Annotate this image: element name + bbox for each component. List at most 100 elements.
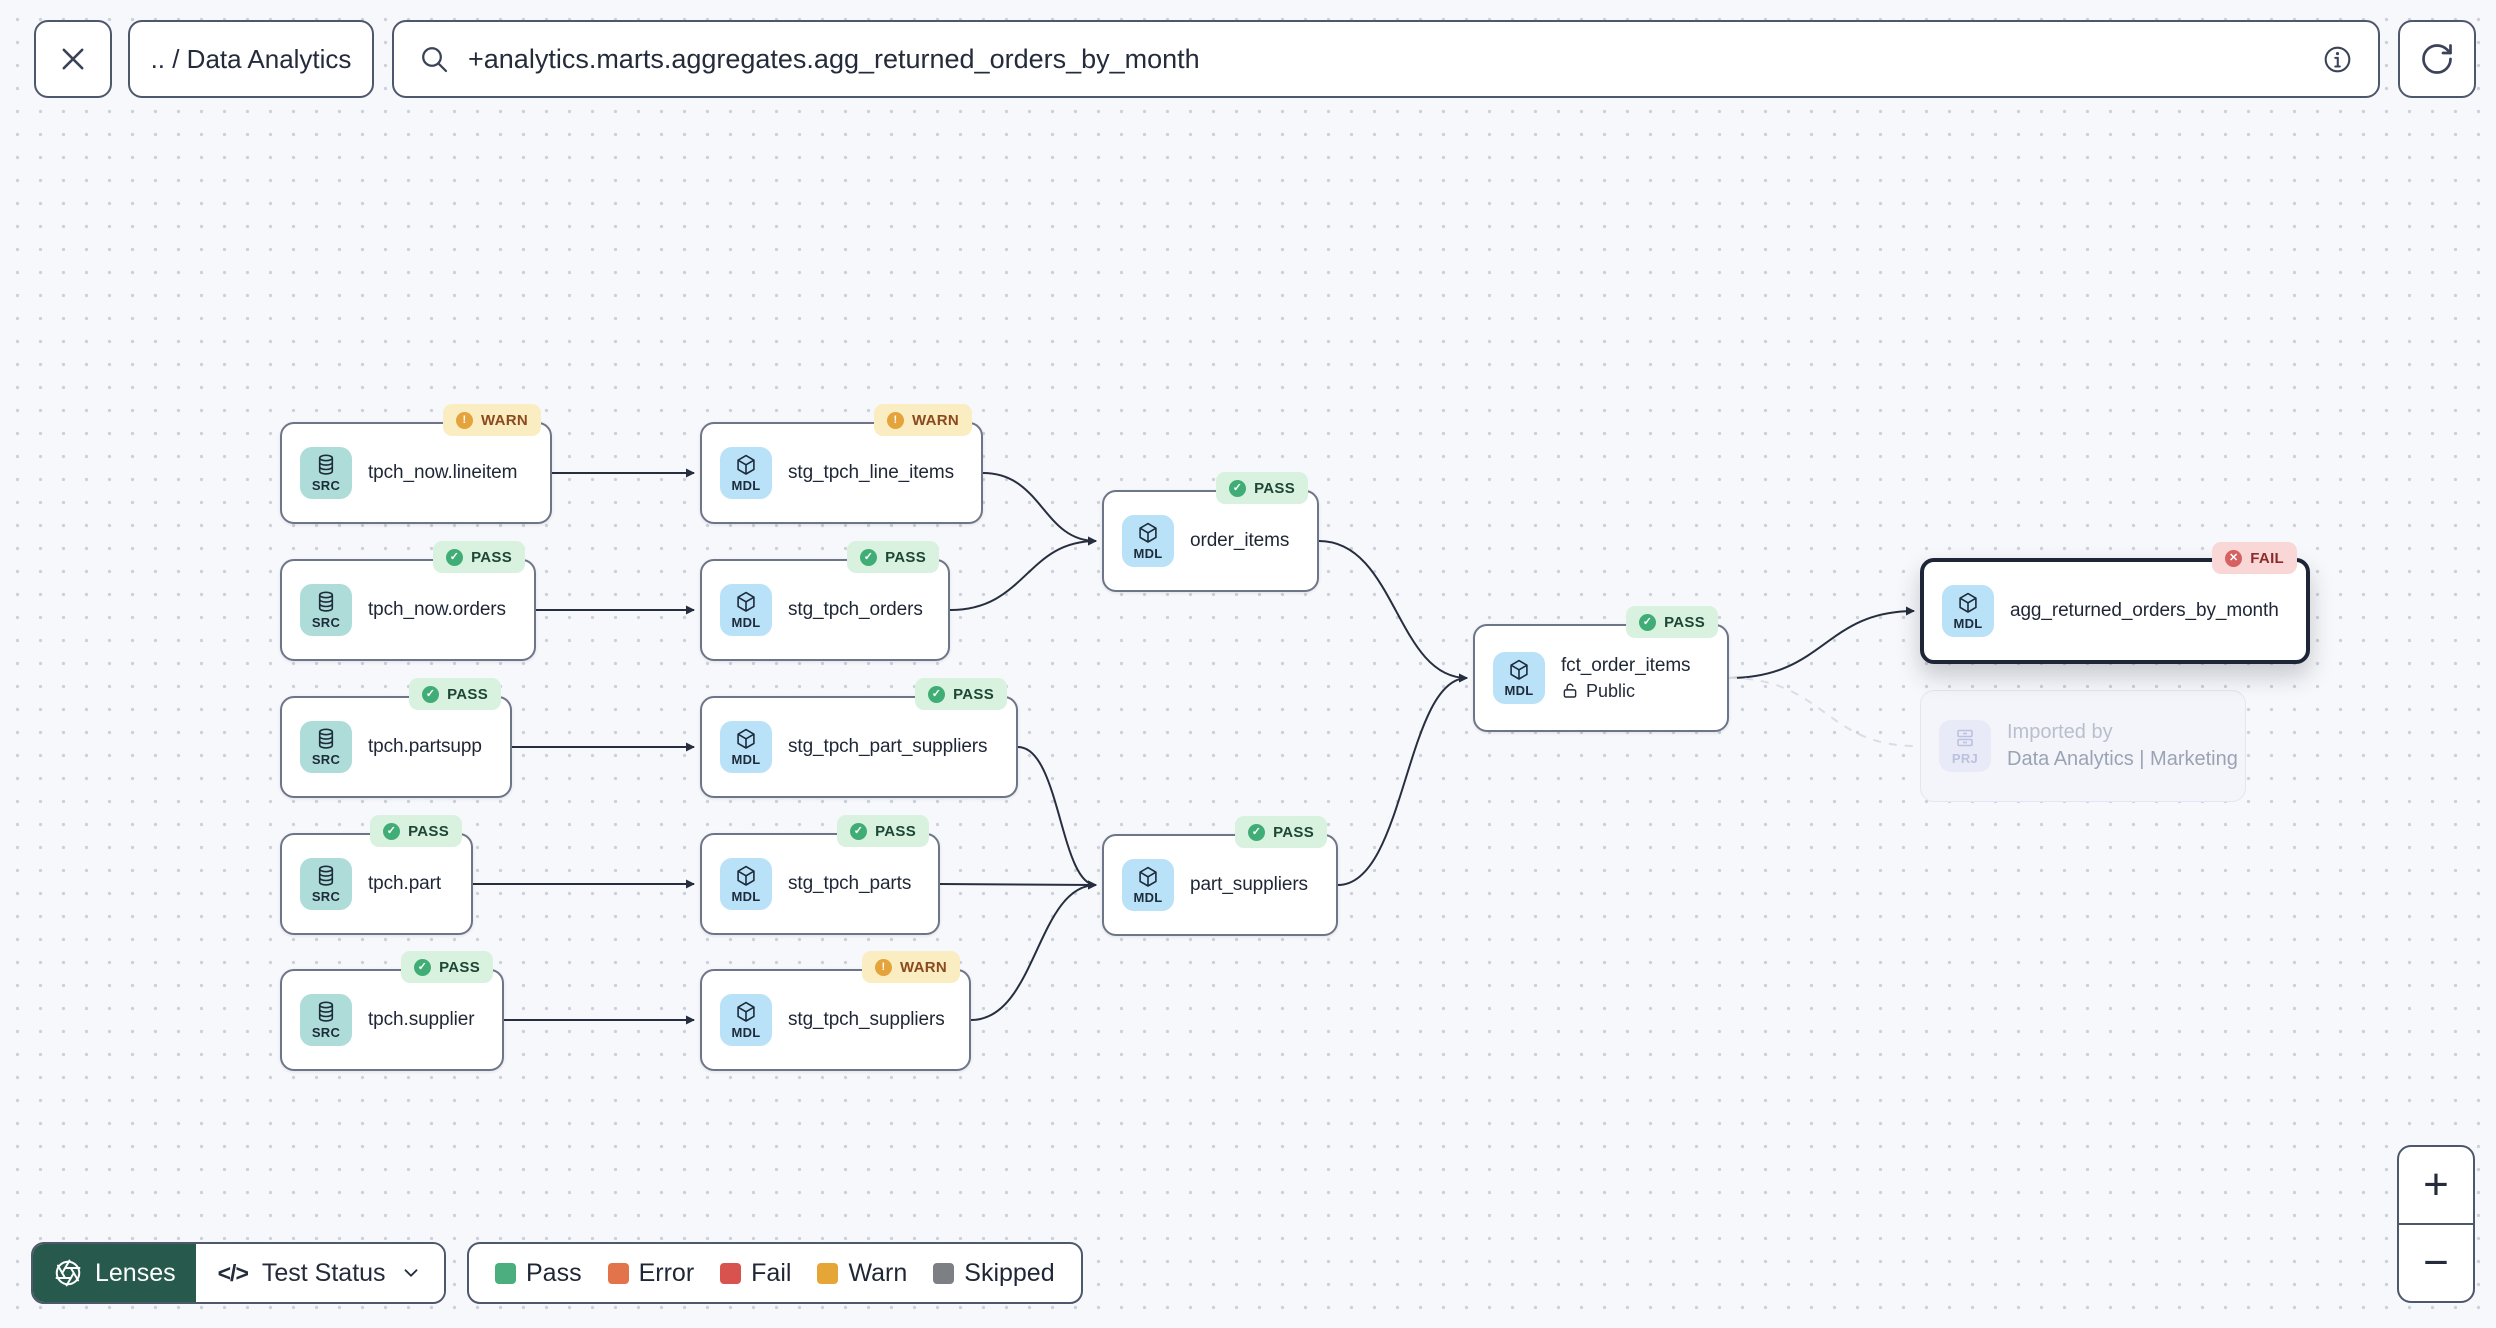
status-dot-icon: ✕: [2225, 549, 2243, 567]
node-title: agg_returned_orders_by_month: [2010, 600, 2279, 621]
model-cube-icon: MDL: [1493, 652, 1545, 704]
legend-swatch: [495, 1262, 516, 1284]
node-imported_by_project[interactable]: PRJ Imported by Data Analytics | Marketing: [1920, 690, 2246, 802]
model-cube-icon: MDL: [720, 447, 772, 499]
node-text: tpch_now.orders: [368, 599, 506, 621]
badge-label: PASS: [1273, 823, 1314, 841]
lineage-edge: [1017, 746, 1097, 890]
node-title: part_suppliers: [1190, 874, 1308, 895]
legend-swatch: [607, 1262, 629, 1284]
legend-item-pass: Pass: [495, 1259, 582, 1288]
close-button[interactable]: [34, 20, 112, 98]
database-icon: SRC: [300, 858, 352, 910]
node-type-label: MDL: [731, 478, 761, 493]
badge-label: WARN: [480, 411, 528, 429]
node-text: stg_tpch_parts: [788, 873, 911, 895]
selected-lens-label: Test Status: [261, 1258, 386, 1287]
model-cube-icon: MDL: [720, 858, 772, 910]
node-tpch_partsupp[interactable]: SRC tpch.partsupp ✓ PASS: [280, 678, 512, 798]
test-status-badge-pass: ✓ PASS: [409, 678, 501, 710]
lineage-edge: [949, 536, 1097, 611]
zoom-divider: [2399, 1223, 2473, 1225]
node-type-label: MDL: [731, 889, 761, 904]
node-text: tpch_now.lineitem: [368, 462, 517, 484]
node-title: stg_tpch_parts: [788, 873, 912, 894]
status-dot-icon: ✓: [446, 548, 464, 566]
node-type-label: MDL: [1953, 616, 1983, 631]
node-type-label: MDL: [731, 615, 761, 630]
info-icon[interactable]: [2321, 43, 2354, 76]
project-icon: PRJ: [1939, 720, 1991, 772]
node-order_items[interactable]: MDL order_items ✓PASS: [1102, 472, 1319, 592]
badge-label: PASS: [447, 685, 488, 703]
open-lock-icon: [1561, 682, 1579, 700]
test-status-badge-pass: ✓ PASS: [433, 541, 525, 573]
status-dot-icon: ✓: [414, 958, 432, 976]
breadcrumb[interactable]: .. / Data Analytics: [128, 20, 374, 98]
test-status-badge-pass: ✓PASS: [1216, 472, 1308, 504]
test-status-badge-pass: ✓PASS: [1626, 606, 1718, 638]
node-type-label: SRC: [311, 752, 341, 767]
zoom-in-button[interactable]: +: [2399, 1147, 2473, 1223]
badge-label: PASS: [471, 548, 512, 566]
model-cube-icon: MDL: [1122, 515, 1174, 567]
node-text: tpch.part: [368, 873, 441, 895]
node-title: order_items: [1190, 530, 1290, 551]
lenses-button[interactable]: Lenses: [33, 1244, 196, 1302]
close-icon: [56, 42, 90, 76]
badge-label: PASS: [885, 548, 926, 566]
node-type-label: MDL: [1133, 890, 1163, 905]
refresh-button[interactable]: [2398, 20, 2476, 98]
node-type-label: SRC: [311, 889, 341, 904]
access-level-label: Public: [1586, 680, 1636, 701]
status-dot-icon: ✓: [422, 685, 440, 703]
model-cube-icon: MDL: [720, 584, 772, 636]
ghost-project-name: Data Analytics | Marketing: [2007, 748, 2238, 770]
test-status-badge-pass: ✓ PASS: [1235, 816, 1327, 848]
lenses-label: Lenses: [95, 1258, 176, 1287]
code-brackets-icon: </>: [217, 1259, 249, 1286]
lens-selector[interactable]: </> Test Status: [195, 1244, 444, 1302]
search-input[interactable]: [468, 43, 2303, 75]
lineage-edge: [1318, 540, 1468, 683]
access-level: Public: [1561, 681, 1690, 702]
status-dot-icon: ✓: [1248, 823, 1266, 841]
node-text: tpch.supplier: [368, 1009, 475, 1031]
node-type-label: MDL: [731, 1025, 761, 1040]
status-dot-icon: !: [455, 411, 473, 429]
node-type-label: PRJ: [1951, 751, 1979, 766]
model-cube-icon: MDL: [720, 721, 772, 773]
node-type-label: MDL: [731, 752, 761, 767]
lineage-edge: [1728, 606, 1915, 679]
status-dot-icon: ✓: [1229, 479, 1247, 497]
badge-label: FAIL: [2250, 549, 2284, 567]
node-part_suppliers[interactable]: MDL part_suppliers ✓ PASS: [1102, 816, 1338, 936]
node-stg_tpch_parts[interactable]: MDL stg_tpch_parts ✓PASS: [700, 815, 940, 935]
lineage-edge: [1337, 673, 1468, 886]
database-icon: SRC: [300, 721, 352, 773]
node-text: stg_tpch_line_items: [788, 462, 954, 484]
status-dot-icon: ✓: [860, 548, 878, 566]
ghost-caption: Imported by: [2007, 721, 2113, 743]
test-status-badge-fail: ✕ FAIL: [2212, 542, 2297, 574]
zoom-out-button[interactable]: −: [2399, 1225, 2473, 1301]
node-agg_returned_orders_by_month[interactable]: MDL agg_returned_orders_by_month ✕ FAIL: [1920, 542, 2310, 664]
legend-item-warn: Warn: [817, 1259, 907, 1288]
test-status-badge-pass: ✓PASS: [837, 815, 929, 847]
legend-label: Pass: [526, 1258, 582, 1287]
node-text: tpch.partsupp: [368, 736, 482, 758]
node-title: stg_tpch_part_suppliers: [788, 736, 988, 757]
lineage-edge: [939, 880, 1097, 890]
refresh-icon: [2419, 41, 2455, 77]
